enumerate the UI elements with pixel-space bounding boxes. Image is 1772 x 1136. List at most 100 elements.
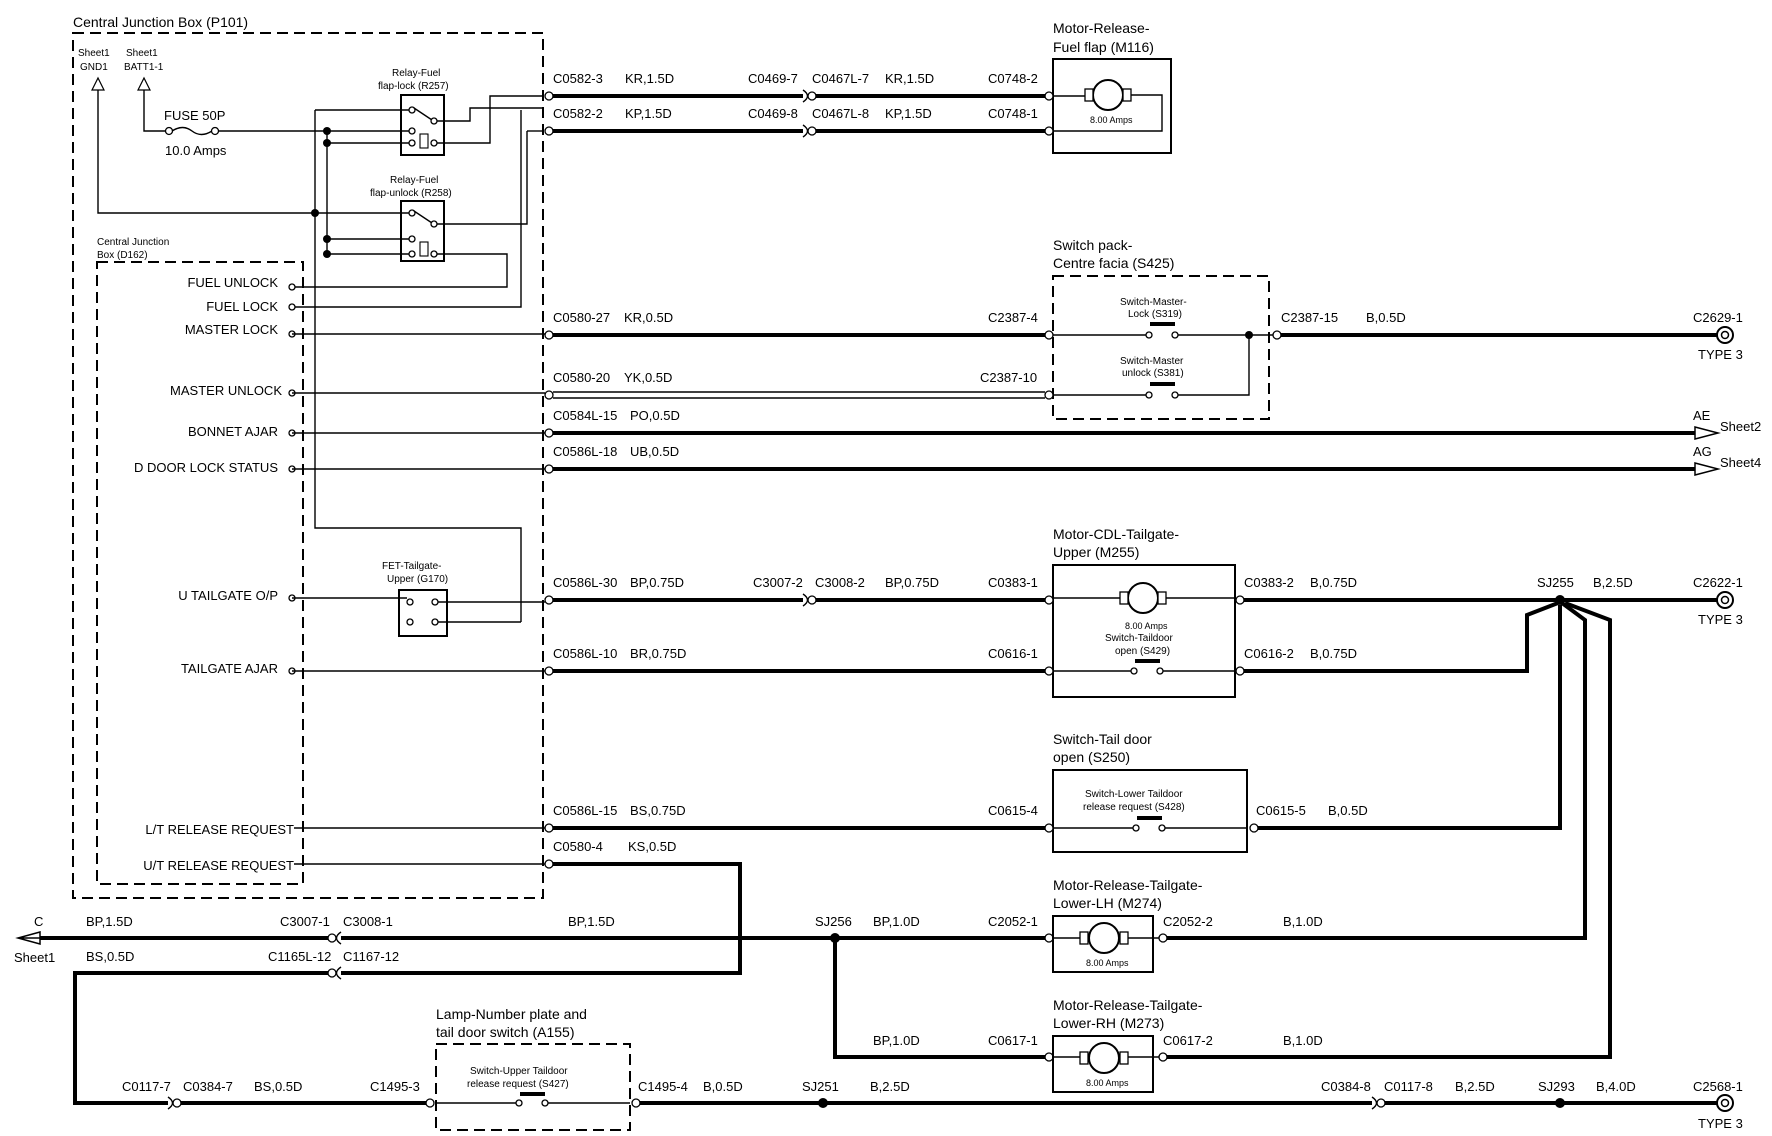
fuse-rating: 10.0 Amps bbox=[165, 143, 227, 158]
pin-master-unlock: MASTER UNLOCK bbox=[170, 383, 282, 398]
svg-text:TYPE 3: TYPE 3 bbox=[1698, 1116, 1743, 1131]
svg-text:C2387-15: C2387-15 bbox=[1281, 310, 1338, 325]
svg-text:C0469-8: C0469-8 bbox=[748, 106, 798, 121]
inner-box-id: Box (D162) bbox=[97, 250, 148, 261]
relay-fuel-flap-unlock: Relay-Fuel flap-unlock (R258) bbox=[292, 110, 543, 308]
svg-text:B,1.0D: B,1.0D bbox=[1283, 914, 1323, 929]
svg-text:C0616-1: C0616-1 bbox=[988, 646, 1038, 661]
svg-text:C0383-1: C0383-1 bbox=[988, 575, 1038, 590]
svg-text:tail door switch (A155): tail door switch (A155) bbox=[436, 1024, 575, 1040]
svg-text:TYPE 3: TYPE 3 bbox=[1698, 347, 1743, 362]
svg-text:KP,1.5D: KP,1.5D bbox=[625, 106, 672, 121]
wire-w10: C0580-4 KS,0.5D bbox=[294, 839, 742, 975]
svg-text:C2052-1: C2052-1 bbox=[988, 914, 1038, 929]
svg-text:C3007-2: C3007-2 bbox=[753, 575, 803, 590]
svg-text:BR,0.75D: BR,0.75D bbox=[630, 646, 686, 661]
wire-w1: C0582-3 KR,1.5D C0469-7 C0467L-7 KR,1.5D… bbox=[544, 71, 1054, 103]
svg-text:C0584L-15: C0584L-15 bbox=[553, 408, 617, 423]
svg-text:release request (S428): release request (S428) bbox=[1083, 802, 1185, 813]
svg-text:C0117-7: C0117-7 bbox=[122, 1079, 171, 1094]
svg-text:B,0.75D: B,0.75D bbox=[1310, 646, 1357, 661]
svg-text:C1495-4: C1495-4 bbox=[638, 1079, 688, 1094]
sheet-ref-batt: Sheet1 bbox=[126, 48, 158, 59]
svg-text:Upper (M255): Upper (M255) bbox=[1053, 544, 1139, 560]
pin-u-tailgate-op: U TAILGATE O/P bbox=[178, 588, 278, 603]
svg-text:C0586L-30: C0586L-30 bbox=[553, 575, 617, 590]
sheet-ref-gnd-id: GND1 bbox=[80, 62, 108, 73]
svg-text:Sheet1: Sheet1 bbox=[14, 950, 55, 965]
svg-text:C0117-8: C0117-8 bbox=[1384, 1079, 1433, 1094]
sheet4-arrow-icon bbox=[1694, 462, 1721, 476]
wire-w4: C0580-20 YK,0.5D C2387-10 bbox=[292, 370, 1054, 400]
svg-text:Relay-Fuel: Relay-Fuel bbox=[392, 68, 440, 79]
svg-text:Sheet4: Sheet4 bbox=[1720, 455, 1761, 470]
svg-text:B,0.5D: B,0.5D bbox=[1328, 803, 1368, 818]
svg-text:C0615-5: C0615-5 bbox=[1256, 803, 1306, 818]
fet-tailgate-upper: FET-Tailgate- Upper (G170) bbox=[292, 561, 543, 637]
motor-release-tailgate-lower-lh: Motor-Release-Tailgate- Lower-LH (M274) … bbox=[1052, 877, 1203, 973]
svg-text:open (S250): open (S250) bbox=[1053, 749, 1130, 765]
svg-text:C0383-2: C0383-2 bbox=[1244, 575, 1294, 590]
sheet1-arrow-icon bbox=[15, 931, 41, 945]
svg-text:BS,0.5D: BS,0.5D bbox=[86, 949, 134, 964]
svg-text:BP,1.5D: BP,1.5D bbox=[86, 914, 133, 929]
svg-text:C2622-1: C2622-1 bbox=[1693, 575, 1743, 590]
svg-text:B,4.0D: B,4.0D bbox=[1596, 1079, 1636, 1094]
svg-text:Motor-Release-: Motor-Release- bbox=[1053, 20, 1150, 36]
svg-text:flap-lock (R257): flap-lock (R257) bbox=[378, 81, 449, 92]
wire-w13: BP,1.0D C0617-1 C0617-2 B,1.0D bbox=[833, 601, 1612, 1062]
svg-text:C3008-2: C3008-2 bbox=[815, 575, 865, 590]
sheet-ref-gnd: Sheet1 bbox=[78, 48, 110, 59]
svg-text:8.00 Amps: 8.00 Amps bbox=[1086, 958, 1129, 968]
motor-icon bbox=[1127, 582, 1159, 614]
svg-text:Motor-Release-Tailgate-: Motor-Release-Tailgate- bbox=[1053, 997, 1203, 1013]
svg-text:C3008-1: C3008-1 bbox=[343, 914, 393, 929]
wire-w8: C0586L-10 BR,0.75D C0616-1 C0616-2 B,0.7… bbox=[292, 601, 1559, 676]
svg-text:C0748-1: C0748-1 bbox=[988, 106, 1038, 121]
svg-text:C0748-2: C0748-2 bbox=[988, 71, 1038, 86]
svg-text:C1165L-12: C1165L-12 bbox=[268, 949, 331, 964]
svg-text:Fuel flap (M116): Fuel flap (M116) bbox=[1053, 39, 1154, 55]
svg-text:Switch pack-: Switch pack- bbox=[1053, 237, 1133, 253]
svg-text:C0617-2: C0617-2 bbox=[1163, 1033, 1213, 1048]
svg-text:BP,1.5D: BP,1.5D bbox=[568, 914, 615, 929]
wire-w3: C0580-27 KR,0.5D C2387-4 C2387-15 B,0.5D… bbox=[544, 310, 1743, 362]
central-junction-box: Central Junction Box (P101) Sheet1 GND1 … bbox=[72, 14, 544, 899]
svg-text:unlock (S381): unlock (S381) bbox=[1122, 368, 1184, 379]
motor-release-fuel-flap: Motor-Release- Fuel flap (M116) 8.00 Amp… bbox=[1052, 20, 1172, 154]
wire-w7: C0586L-30 BP,0.75D C3007-2 C3008-2 BP,0.… bbox=[543, 575, 1743, 627]
svg-text:C0586L-15: C0586L-15 bbox=[553, 803, 617, 818]
svg-text:Lower-LH (M274): Lower-LH (M274) bbox=[1053, 895, 1162, 911]
svg-text:B,2.5D: B,2.5D bbox=[1455, 1079, 1495, 1094]
svg-text:8.00 Amps: 8.00 Amps bbox=[1086, 1078, 1129, 1088]
svg-text:BP,0.75D: BP,0.75D bbox=[885, 575, 939, 590]
svg-text:AG: AG bbox=[1693, 444, 1712, 459]
pin-ut-release-request: U/T RELEASE REQUEST bbox=[143, 858, 294, 873]
svg-text:C0469-7: C0469-7 bbox=[748, 71, 798, 86]
pin-fuel-unlock: FUEL UNLOCK bbox=[187, 275, 278, 290]
svg-text:TYPE 3: TYPE 3 bbox=[1698, 612, 1743, 627]
svg-text:BP,1.0D: BP,1.0D bbox=[873, 1033, 920, 1048]
sheet-ref-batt-id: BATT1-1 bbox=[124, 62, 164, 73]
svg-text:open (S429): open (S429) bbox=[1115, 646, 1170, 657]
svg-text:Sheet2: Sheet2 bbox=[1720, 419, 1761, 434]
svg-text:UB,0.5D: UB,0.5D bbox=[630, 444, 679, 459]
svg-text:release request (S427): release request (S427) bbox=[467, 1079, 569, 1090]
svg-text:B,0.5D: B,0.5D bbox=[1366, 310, 1406, 325]
pin-fuel-lock: FUEL LOCK bbox=[206, 299, 278, 314]
svg-text:Switch-Upper Taildoor: Switch-Upper Taildoor bbox=[470, 1066, 568, 1077]
svg-text:C2568-1: C2568-1 bbox=[1693, 1079, 1743, 1094]
motor-release-tailgate-lower-rh: Motor-Release-Tailgate- Lower-RH (M273) … bbox=[1052, 997, 1203, 1093]
svg-text:Lower-RH (M273): Lower-RH (M273) bbox=[1053, 1015, 1164, 1031]
svg-text:8.00 Amps: 8.00 Amps bbox=[1125, 621, 1168, 631]
svg-text:SJ293: SJ293 bbox=[1538, 1079, 1575, 1094]
svg-text:BS,0.5D: BS,0.5D bbox=[254, 1079, 302, 1094]
svg-text:SJ255: SJ255 bbox=[1537, 575, 1574, 590]
batt-arrow-icon bbox=[137, 76, 151, 91]
svg-text:C0467L-8: C0467L-8 bbox=[812, 106, 869, 121]
svg-text:C2387-4: C2387-4 bbox=[988, 310, 1038, 325]
wire-w14: C0117-7 C0384-7 BS,0.5D C1495-3 C1495-4 … bbox=[122, 1079, 1743, 1131]
svg-text:B,2.5D: B,2.5D bbox=[870, 1079, 910, 1094]
svg-text:KR,0.5D: KR,0.5D bbox=[624, 310, 673, 325]
